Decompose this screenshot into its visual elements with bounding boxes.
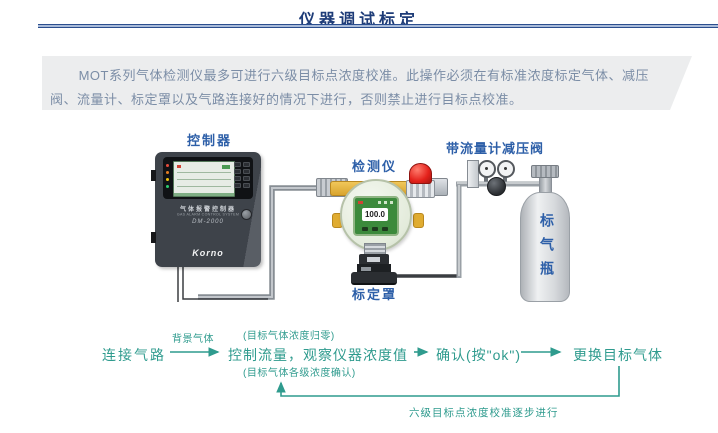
controller-knob — [241, 209, 252, 220]
flow-step-control-flow-observe: 控制流量，观察仪器浓度值 — [228, 347, 408, 363]
calibration-cover-label: 标定罩 — [352, 287, 398, 302]
controller-label: 控制器 — [187, 133, 233, 148]
screen-status-dot — [378, 201, 381, 204]
controller-model: DM-2000 — [192, 219, 224, 225]
gas-alarm-controller: 气体报警控制器 GAS ALARM CONTROL SYSTEM DM-2000… — [151, 152, 261, 267]
lcd-status-mark — [177, 165, 181, 168]
flow-arrows — [170, 347, 620, 397]
key-button — [234, 169, 241, 174]
lcd-footer-bar — [174, 193, 234, 196]
screen-status-dot — [384, 201, 387, 204]
detector-reading: 100.0 — [362, 208, 388, 221]
feedback-loop-arrow — [276, 366, 620, 397]
key-button — [243, 183, 250, 188]
detector-label: 检测仪 — [352, 159, 398, 174]
cylinder-valve-cap — [531, 165, 559, 178]
lcd-menu-mark — [222, 165, 230, 169]
valve-label: 带流量计减压阀 — [446, 141, 545, 156]
warning-led — [166, 178, 169, 181]
sensor-module — [359, 254, 389, 265]
gauge-needle-hub — [485, 167, 488, 170]
key-button — [234, 183, 241, 188]
detector-key — [382, 227, 388, 231]
intro-note-box: MOT系列气体检测仪最多可进行六级目标点浓度校准。此操作必须在有标准浓度标定气体… — [42, 56, 692, 110]
key-button — [234, 176, 241, 181]
lcd-grid-line — [177, 186, 231, 187]
controller-name-cn: 气体报警控制器 — [179, 207, 236, 213]
pressure-gauge — [478, 160, 496, 178]
flow-meter-tube — [467, 160, 479, 188]
flow-step-replace-target-gas: 更换目标气体 — [573, 347, 663, 363]
lcd-grid-line — [177, 179, 231, 180]
flow-annotation-zeroing: (目标气体浓度归零) — [243, 331, 335, 342]
gauge-stem — [503, 175, 507, 183]
key-button — [243, 169, 250, 174]
detector-key — [372, 227, 378, 231]
flow-annotation-loop-note: 六级目标点浓度校准逐步进行 — [409, 407, 559, 419]
key-button — [243, 176, 250, 181]
sensor-label-sticker — [361, 267, 371, 271]
detector-screen: 100.0 — [353, 196, 399, 236]
lcd-grid-line — [177, 172, 231, 173]
flow-annotation-level-confirm: (目标气体各级浓度确认) — [243, 368, 356, 379]
intro-note-text: MOT系列气体检测仪最多可进行六级目标点浓度校准。此操作必须在有标准浓度标定气体… — [50, 68, 649, 108]
flow-annotation-background-gas: 背景气体 — [172, 334, 214, 345]
mount-tab — [151, 170, 156, 181]
screen-alarm-mark — [358, 201, 363, 204]
alarm-led — [166, 164, 169, 167]
detector-key — [362, 227, 368, 231]
controller-lcd — [173, 161, 235, 197]
sensor-module — [357, 264, 391, 274]
gauge-needle-hub — [504, 167, 507, 170]
flow-step-connect-gas-line: 连接气路 — [102, 347, 166, 363]
mount-lug — [413, 213, 424, 228]
controller-screen — [163, 157, 253, 199]
regulator-knob — [487, 177, 506, 196]
fault-led — [166, 171, 169, 174]
controller-keypad — [234, 162, 250, 188]
controller-name-en: GAS ALARM CONTROL SYSTEM — [176, 213, 240, 217]
mount-tab — [151, 232, 156, 243]
alarm-beacon — [409, 163, 432, 184]
key-button — [243, 162, 250, 167]
title-divider — [38, 24, 718, 28]
screen-status-dot — [390, 201, 393, 204]
sensor-label-sticker — [367, 257, 380, 262]
gauge-stem — [484, 175, 488, 183]
calibration-cover — [351, 272, 397, 285]
pressure-gauge — [497, 160, 515, 178]
gas-cylinder-label: 标气瓶 — [539, 213, 555, 285]
standard-gas-cylinder — [520, 192, 570, 302]
controller-brand: Korno — [192, 248, 224, 258]
signal-conduit — [177, 185, 334, 302]
flow-step-confirm-ok: 确认(按"ok") — [436, 347, 522, 363]
power-led — [166, 185, 169, 188]
key-button — [234, 162, 241, 167]
